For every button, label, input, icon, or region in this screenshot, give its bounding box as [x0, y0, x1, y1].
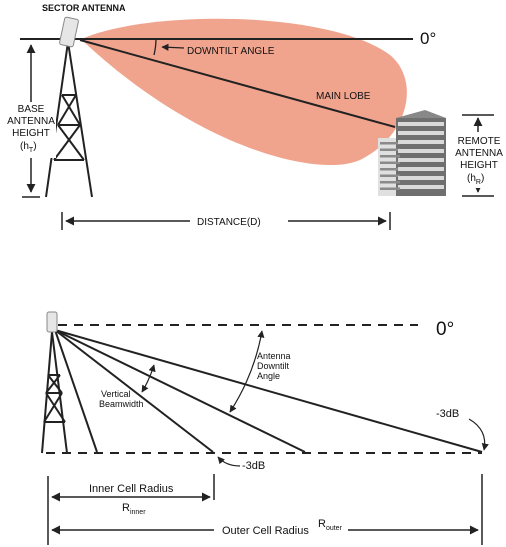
bottom-zero-degree-label: 0°	[436, 319, 454, 340]
building-window-stripe	[380, 148, 400, 151]
building-window-stripe	[380, 142, 400, 145]
antenna-downtilt-line-2: Downtilt	[257, 361, 290, 371]
building-window-stripe	[380, 155, 400, 158]
distance-label: DISTANCE(D)	[197, 217, 261, 228]
beam-line-upper	[54, 329, 483, 453]
building-window-stripe	[398, 131, 444, 135]
building-window-stripe	[398, 185, 444, 189]
r-outer-label: Router	[318, 518, 343, 532]
minus3db-right-arrow	[468, 418, 489, 451]
antenna-downtilt-line-1: Antenna	[257, 351, 291, 361]
base-height-line-1: BASE	[18, 104, 45, 115]
minus3db-left-label: -3dB	[242, 460, 265, 472]
sector-antenna-icon	[59, 16, 79, 48]
building-window-stripe	[398, 167, 444, 171]
downtilt-angle-label: DOWNTILT ANGLE	[187, 46, 275, 57]
vertical-beamwidth-line-2: Beamwidth	[99, 399, 144, 409]
bottom-tower	[41, 331, 68, 454]
remote-building-icon	[378, 110, 446, 196]
main-lobe-label: MAIN LOBE	[316, 91, 371, 102]
building-window-stripe	[398, 140, 444, 144]
building-window-stripe	[380, 187, 400, 190]
bottom-antenna-icon	[46, 311, 58, 333]
distance-label-bg	[190, 212, 288, 230]
vertical-beamwidth-line-1: Vertical	[101, 389, 131, 399]
minus3db-right-label: -3dB	[436, 408, 459, 420]
remote-height-line-1: REMOTE	[458, 136, 501, 147]
downtilt-arc	[153, 38, 157, 56]
base-height-line-3: HEIGHT	[12, 128, 50, 139]
zero-degree-label: 0°	[420, 29, 436, 48]
building-window-stripe	[380, 161, 400, 164]
base-height-label-bg	[8, 102, 56, 158]
antenna-downtilt-line-3: Angle	[257, 371, 280, 381]
remote-height-label-bg	[452, 132, 506, 188]
remote-height-symbol: (hR)	[467, 173, 484, 186]
r-inner-label: Rinner	[122, 502, 146, 516]
base-height-symbol: (hT)	[20, 141, 37, 154]
bottom-diagram: 0° Antenna Downtilt Angle Vertical Beamw…	[41, 311, 489, 545]
building-window-stripe	[380, 168, 400, 171]
remote-height-line-3: HEIGHT	[460, 160, 498, 171]
building-window-stripe	[380, 174, 400, 177]
building-window-stripe	[398, 122, 444, 126]
building-window-stripe	[398, 149, 444, 153]
downtilt-arrow	[161, 43, 185, 51]
main-lobe-axis	[79, 39, 396, 128]
building-window-stripe	[380, 181, 400, 184]
building-window-stripe	[398, 176, 444, 180]
beam-line-center	[54, 329, 306, 453]
base-tower	[45, 41, 93, 198]
outer-radius-label-bg	[214, 519, 348, 541]
downtilt-angle-arc	[229, 330, 265, 413]
base-height-line-2: ANTENNA	[7, 116, 55, 127]
beam-line-middle	[54, 329, 214, 453]
main-lobe-shape	[84, 18, 407, 166]
building-window-stripe	[398, 158, 444, 162]
inner-radius-label: Inner Cell Radius	[89, 483, 174, 495]
sector-antenna-label: SECTOR ANTENNA	[42, 3, 126, 13]
top-diagram: SECTOR ANTENNA 0° DOWNTILT ANGLE MAIN LO…	[7, 3, 506, 230]
beamwidth-arc	[141, 364, 156, 393]
remote-height-line-2: ANTENNA	[455, 148, 503, 159]
outer-radius-label: Outer Cell Radius	[222, 525, 309, 537]
minus3db-left-arrow	[217, 456, 241, 467]
beam-line-lower	[54, 329, 98, 453]
